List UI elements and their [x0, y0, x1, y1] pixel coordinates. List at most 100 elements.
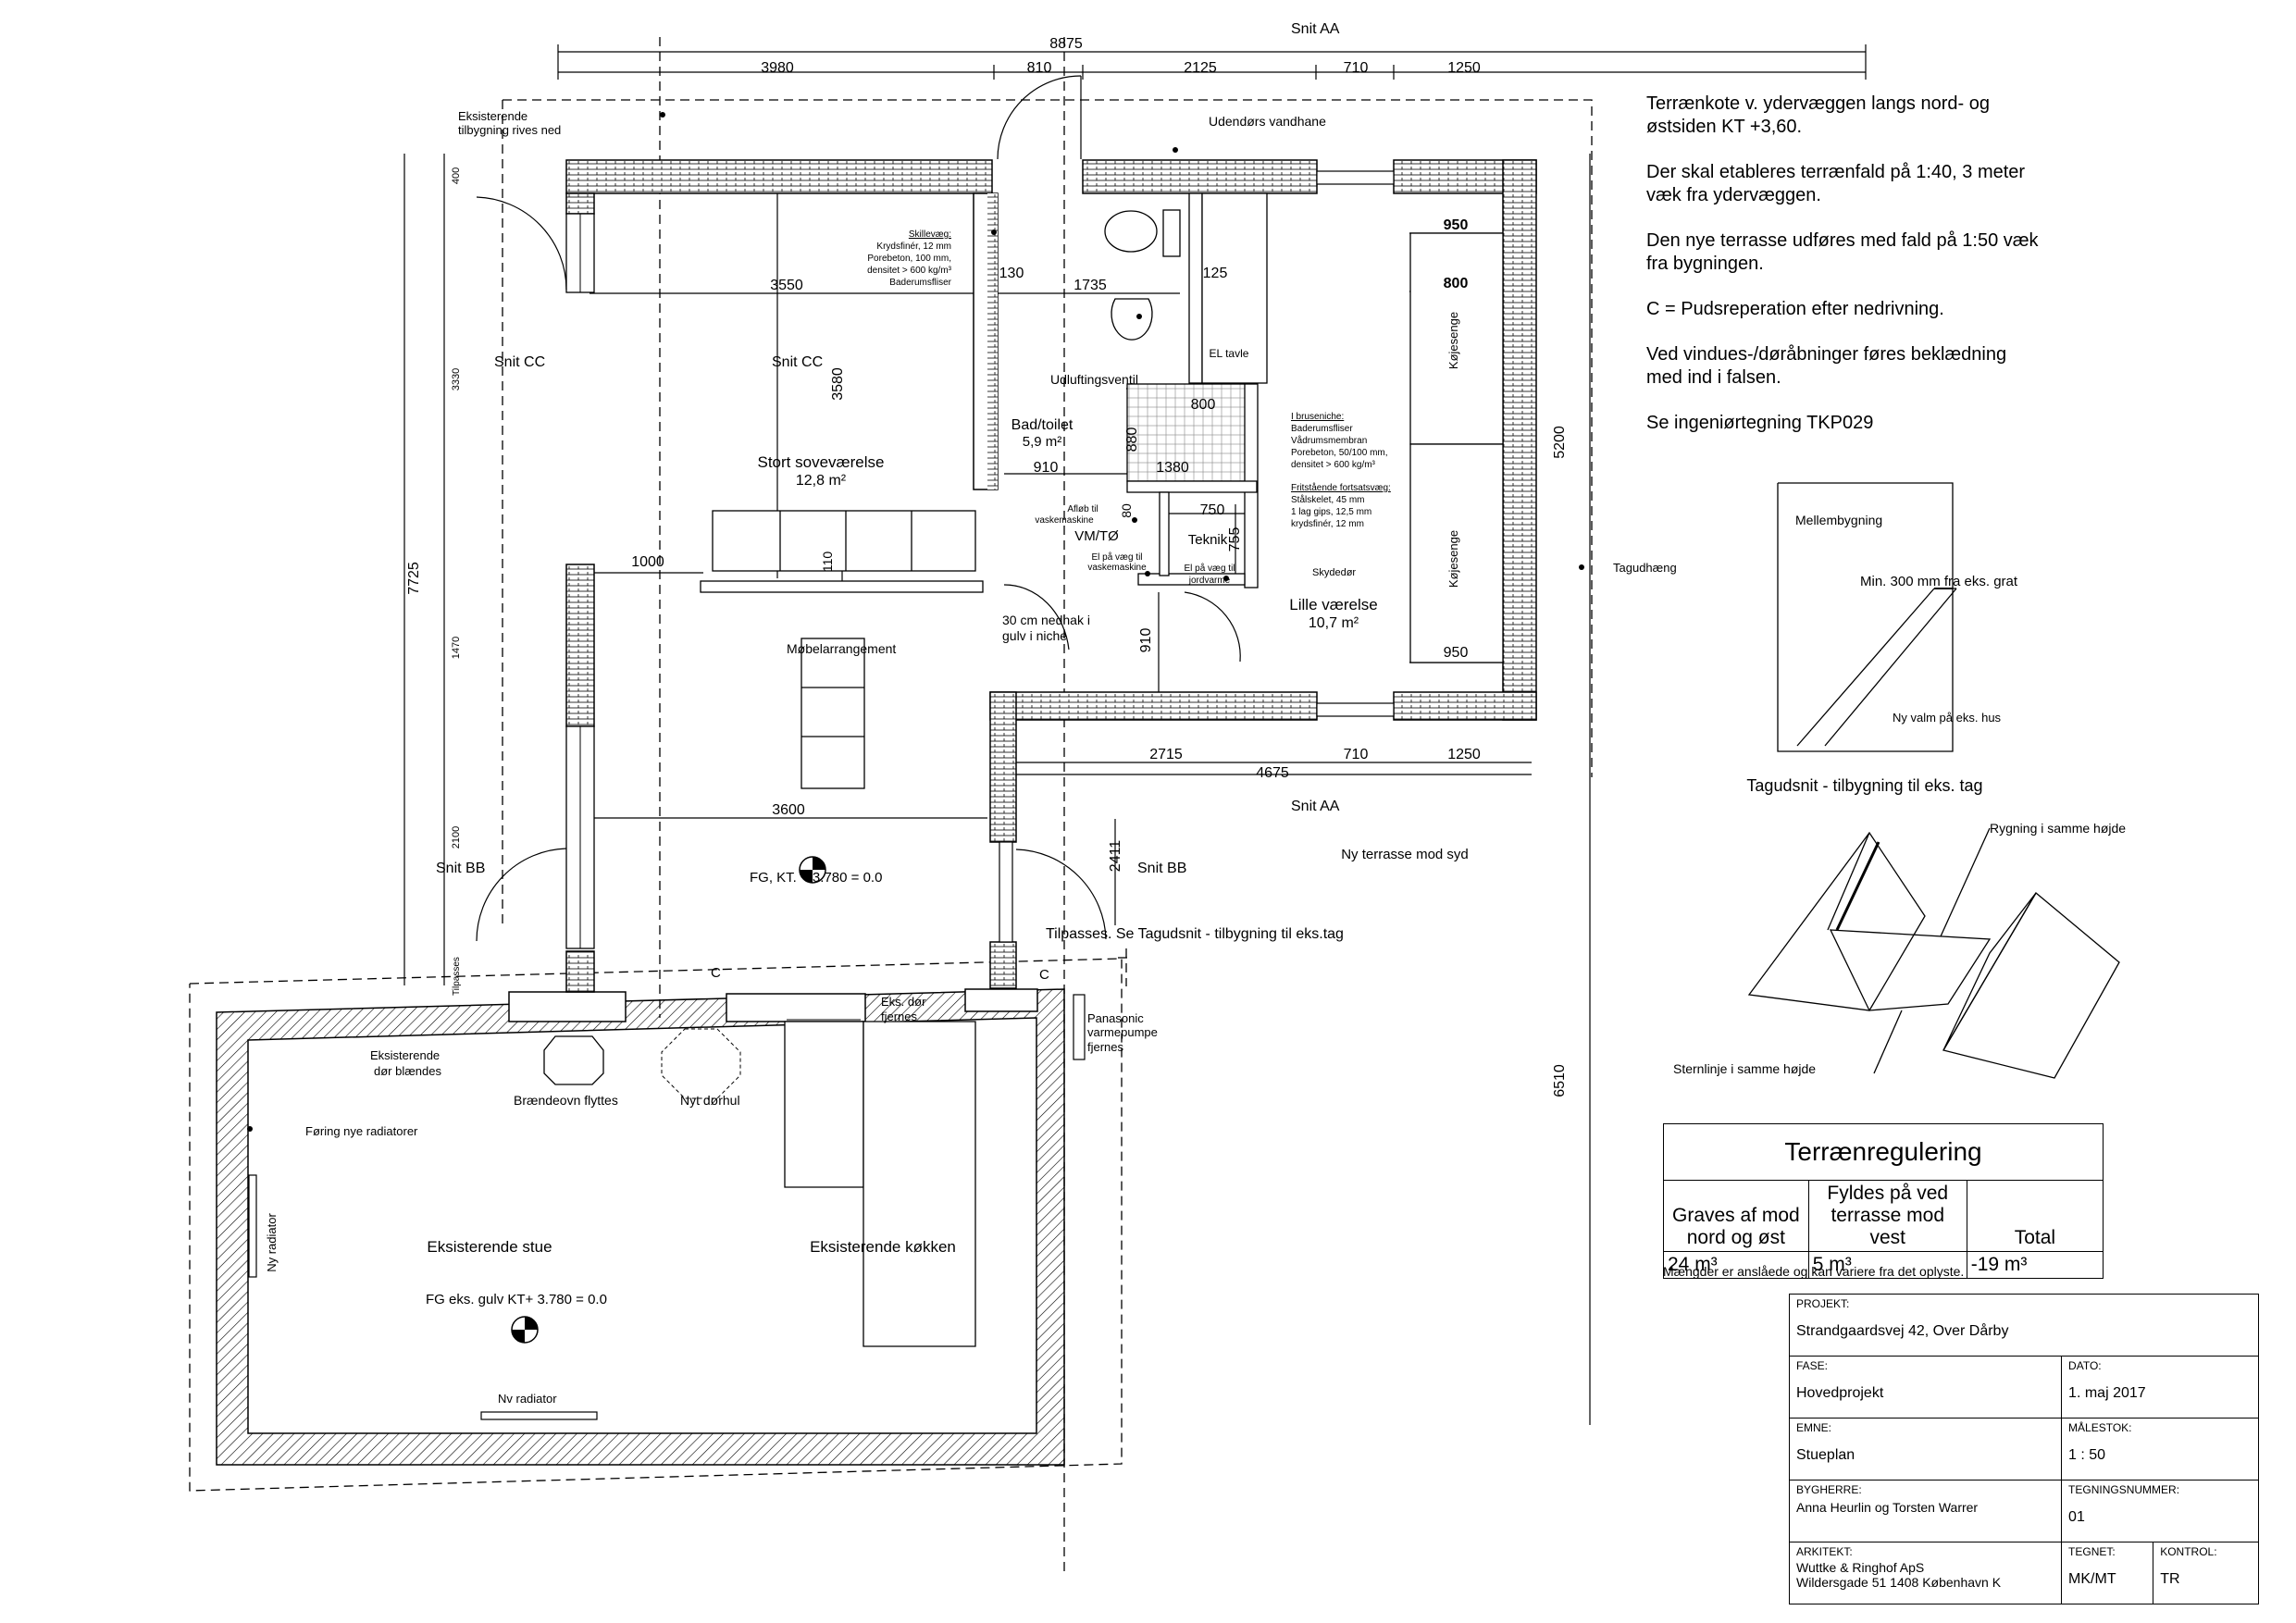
- label-existing-annex-2: tilbygning rives ned: [458, 123, 561, 137]
- tb-fase-cell: FASE: Hovedprojekt: [1788, 1356, 2063, 1419]
- tb-tegningsnr: 01: [2068, 1509, 2085, 1525]
- tb-projekt-cell: PROJEKT: Strandgaardsvej 42, Over Dårby: [1789, 1294, 2259, 1357]
- tb-bygherre-cell: BYGHERRE: Anna Heurlin og Torsten Warrer: [1788, 1480, 2063, 1542]
- label-door-remove-1: Eks. dør: [881, 995, 926, 1009]
- tb-tegnet-label: TEGNET:: [2068, 1545, 2116, 1558]
- dim-top-5: 1250: [1447, 60, 1481, 76]
- spec-free-wall-2: 1 lag gips, 12,5 mm: [1291, 507, 1371, 517]
- room-el-tavle: EL tavle: [1210, 347, 1249, 360]
- dim-left-total: 7725: [406, 562, 422, 595]
- door-swings: [476, 75, 1241, 942]
- tb-kontrol-label: KONTROL:: [2160, 1545, 2217, 1558]
- roof-iso-lines: [1747, 827, 2120, 1079]
- dim-bath-width: 1735: [1074, 278, 1107, 293]
- room-vm: VM/TØ: [1074, 528, 1119, 544]
- dim-left-1: 400: [451, 167, 462, 184]
- label-panasonic-1: Panasonic: [1087, 1011, 1144, 1025]
- label-new-door: Nyt dørhul: [680, 1093, 740, 1108]
- tb-kontrol-cell: KONTROL: TR: [2153, 1542, 2259, 1604]
- note-terrain-level: Terrænkote v. ydervæggen langs nord- og …: [1646, 93, 1990, 137]
- interior-walls: [700, 192, 1504, 789]
- label-door-blind-2: dør blændes: [374, 1064, 441, 1078]
- label-tilpasses: Tilpasses: [452, 957, 462, 996]
- label-furniture: Møbelarrangement: [787, 641, 896, 656]
- section-aa-top: Snit AA: [1291, 21, 1340, 37]
- room-terrace: Ny terrasse mod syd: [1341, 847, 1469, 862]
- dim-left-2: 3330: [451, 368, 462, 390]
- spec-free-wall-1: Stålskelet, 45 mm: [1291, 494, 1364, 505]
- room-bunk-2: Køjesenge: [1446, 530, 1460, 588]
- room-small: Lille værelse: [1289, 596, 1377, 613]
- tb-arkitekt-1: Wuttke & Ringhof ApS: [1796, 1560, 1925, 1575]
- spec-free-wall-3: krydsfinér, 12 mm: [1291, 519, 1364, 529]
- section-cc-right: Snit CC: [772, 354, 823, 370]
- terrain-col-fill: Fyldes på ved terrasse mod vest: [1807, 1180, 1967, 1252]
- label-sliding-door: Skydedør: [1312, 567, 1356, 578]
- tb-tegningsnr-cell: TEGNINGSNUMMER: 01: [2061, 1480, 2259, 1542]
- dim-110: 110: [820, 551, 835, 573]
- label-door-blind-1: Eksisterende: [370, 1048, 440, 1062]
- room-big-bedroom: Stort soveværelse: [758, 453, 885, 471]
- label-door-remove-2: fjernes: [881, 1010, 918, 1023]
- tb-bygherre: Anna Heurlin og Torsten Warrer: [1796, 1500, 1979, 1515]
- dim-wall-125: 125: [1203, 266, 1228, 281]
- dim-top-1: 3980: [761, 60, 794, 76]
- dim-right-lower: 6510: [1552, 1064, 1568, 1097]
- terrain-col-total: Total: [1966, 1180, 2104, 1252]
- dim-south-1: 2715: [1149, 747, 1183, 762]
- spec-partition-3: densitet > 600 kg/m³: [867, 266, 952, 276]
- tb-arkitekt-cell: ARKITEKT: Wuttke & Ringhof ApS Wildersga…: [1788, 1542, 2063, 1604]
- terrain-value-fill: 5 m³: [1807, 1251, 1967, 1279]
- room-small-area: 10,7 m²: [1309, 615, 1359, 631]
- note-engineering: Se ingeniørtegning TKP029: [1646, 413, 1874, 433]
- roof-mid-building: Mellembygning: [1795, 513, 1882, 527]
- dim-shower-880: 880: [1124, 427, 1140, 452]
- dim-bedroom-width: 3550: [770, 278, 803, 293]
- room-big-bedroom-area: 12,8 m²: [796, 473, 847, 489]
- label-fg-new: FG, KT. + 3.780 = 0.0: [750, 870, 882, 886]
- tb-emne-label: EMNE:: [1796, 1421, 1832, 1434]
- new-building-walls: [565, 159, 1537, 993]
- tb-malestok: 1 : 50: [2068, 1447, 2106, 1463]
- tb-emne-cell: EMNE: Stueplan: [1788, 1418, 2063, 1481]
- spec-free-wall: Fritstående fortsatsvæg: Stålskelet, 45 …: [1291, 482, 1391, 529]
- dim-bunk-950-bottom: 950: [1444, 645, 1469, 661]
- tb-projekt: Strandgaardsvej 42, Over Dårby: [1796, 1323, 2009, 1339]
- roof-title: Tagudsnit - tilbygning til eks. tag: [1746, 776, 1982, 795]
- tb-fase: Hovedprojekt: [1796, 1385, 1884, 1401]
- spec-partition-1: Krydsfinér, 12 mm: [876, 242, 951, 252]
- spec-shower-3: Porebeton, 50/100 mm,: [1291, 448, 1388, 458]
- label-fg-old: FG eks. gulv KT+ 3.780 = 0.0: [426, 1292, 607, 1307]
- tb-fase-label: FASE:: [1796, 1359, 1829, 1372]
- dim-80: 80: [1119, 503, 1134, 518]
- dim-top-2: 810: [1027, 60, 1052, 76]
- general-notes: Terrænkote v. ydervæggen langs nord- og …: [1646, 93, 2091, 457]
- terrain-title: Terrænregulering: [1663, 1123, 2104, 1181]
- label-adjust: Tilpasses. Se Tagudsnit - tilbygning til…: [1046, 926, 1344, 942]
- dim-top-4: 710: [1344, 60, 1369, 76]
- roof-fascia: Sternlinje i samme højde: [1673, 1061, 1816, 1076]
- tb-bygherre-label: BYGHERRE:: [1796, 1483, 1862, 1496]
- room-teknik: Teknik: [1188, 532, 1228, 548]
- spec-shower-2: Vådrumsmembran: [1291, 435, 1367, 446]
- roof-min-distance: Min. 300 mm fra eks. grat: [1860, 574, 2018, 589]
- dim-1000: 1000: [631, 554, 664, 570]
- dim-shower-800: 800: [1191, 397, 1216, 413]
- dim-south-3: 1250: [1447, 747, 1481, 762]
- tb-malestok-cell: MÅLESTOK: 1 : 50: [2061, 1418, 2259, 1481]
- dim-south-2: 710: [1344, 747, 1369, 762]
- tb-tegnet: MK/MT: [2068, 1571, 2116, 1587]
- label-c2: C: [1039, 967, 1049, 983]
- dim-2411: 2411: [1108, 840, 1123, 873]
- existing-building: [216, 988, 1086, 1466]
- dim-right-upper: 5200: [1552, 426, 1568, 459]
- label-el-washer-2: vaskemaskine: [1087, 563, 1147, 573]
- label-radiator-vertical: Ny radiator: [265, 1213, 279, 1272]
- label-stove: Brændeovn flyttes: [514, 1093, 618, 1108]
- roof-new-hip: Ny valm på eks. hus: [1893, 711, 2002, 725]
- dim-top-3: 2125: [1184, 60, 1217, 76]
- label-el-washer-1: El på væg til: [1091, 551, 1142, 563]
- spec-partition: Skillevæg: Krydsfinér, 12 mm Porebeton, …: [867, 229, 952, 288]
- terrain-col-dig: Graves af mod nord og øst: [1663, 1180, 1809, 1252]
- tb-dato-cell: DATO: 1. maj 2017: [2061, 1356, 2259, 1419]
